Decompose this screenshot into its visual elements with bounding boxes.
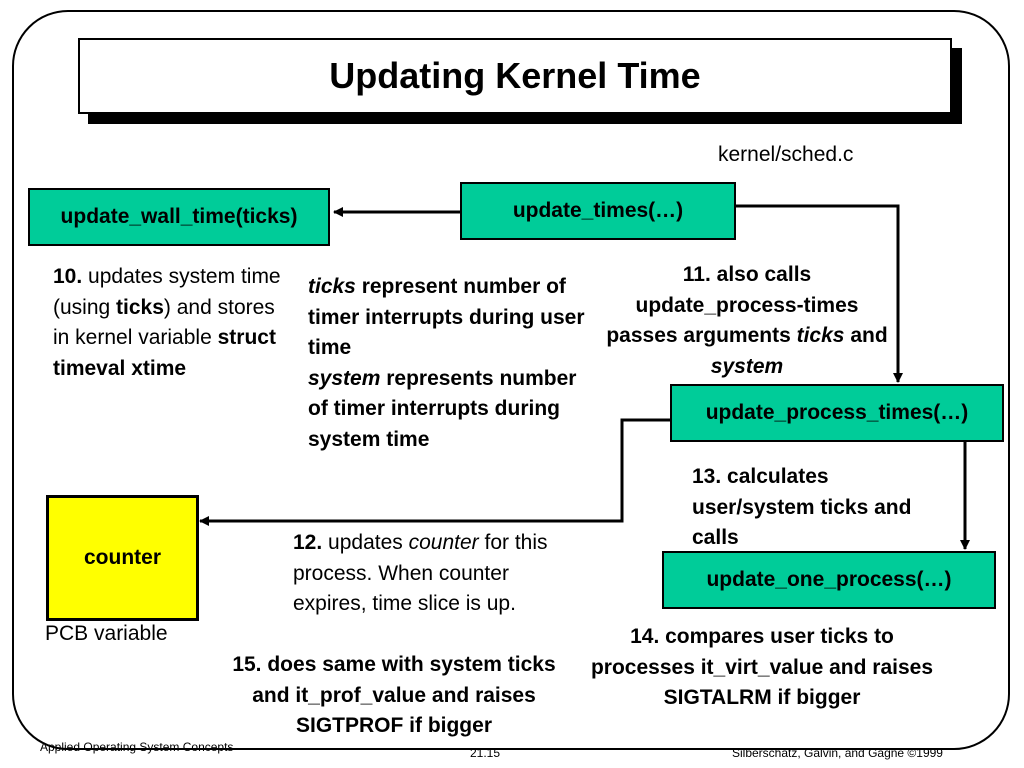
note-12-text-2: for this process. When counter expires, … (293, 531, 548, 615)
note-ticks-word: ticks (308, 275, 356, 298)
note-12-number: 12. (293, 531, 323, 554)
note-14: 14. compares user ticks to processes it_… (590, 625, 934, 709)
note-ticks-system: ticks represent number of timer interrup… (308, 272, 598, 455)
note-system-desc: represents number of timer interrupts du… (308, 366, 577, 451)
update-times-box: update_times(…) (460, 182, 736, 240)
note-12-counter: counter (408, 531, 479, 554)
note-11-ticks: ticks (796, 324, 845, 347)
note-10-number: 10. (53, 265, 83, 288)
note-10-ticks: ticks (116, 295, 164, 319)
update-one-process-box: update_one_process(…) (662, 551, 996, 609)
arrow-to-process-times (736, 204, 903, 383)
note-10-text-1: updates system time (using (53, 265, 281, 319)
note-11: 11. also calls update_process-times pass… (604, 260, 890, 382)
update-one-process-label: update_one_process(…) (706, 568, 952, 591)
note-15: 15. does same with system ticks and it_p… (232, 653, 556, 737)
footer-left: Applied Operating System Concepts (40, 740, 234, 754)
source-file-label: kernel/sched.c (718, 143, 854, 166)
title-box: Updating Kernel Time (78, 38, 952, 114)
footer-page-number: 21.15 (470, 746, 501, 760)
update-times-label: update_times(…) (512, 199, 684, 222)
pcb-variable-label: PCB variable (45, 622, 168, 645)
note-13: 13. calculates user/system ticks and cal… (692, 465, 912, 549)
update-wall-time-box: update_wall_time(ticks) (28, 188, 330, 246)
note-system-word: system (308, 366, 381, 390)
note-11-text: 11. also calls update_process-times pass… (606, 263, 859, 347)
note-ticks-desc: represent number of timer interrupts dur… (308, 275, 585, 359)
update-process-times-box: update_process_times(…) (670, 384, 1004, 442)
note-11-and: and (844, 324, 888, 347)
counter-box: counter (46, 495, 199, 621)
update-process-times-label: update_process_times(…) (705, 401, 969, 424)
counter-label: counter (83, 546, 161, 569)
note-12-text-1: updates (322, 531, 409, 554)
note-10-text-2: ) and stores in kernel variable (53, 295, 275, 350)
note-10-xtime: struct timeval xtime (53, 326, 276, 380)
note-12: 12. updates counter for this process. Wh… (293, 528, 573, 620)
note-11-system: system (710, 354, 784, 378)
arrow-to-counter (199, 418, 670, 526)
update-wall-time-label: update_wall_time(ticks) (60, 205, 298, 228)
note-10: 10. updates system time (using ticks) an… (53, 262, 283, 384)
footer-right: Silberschatz, Galvin, and Gagne ©1999 (732, 746, 943, 760)
slide-title: Updating Kernel Time (329, 55, 701, 96)
slide-frame (12, 10, 1010, 750)
